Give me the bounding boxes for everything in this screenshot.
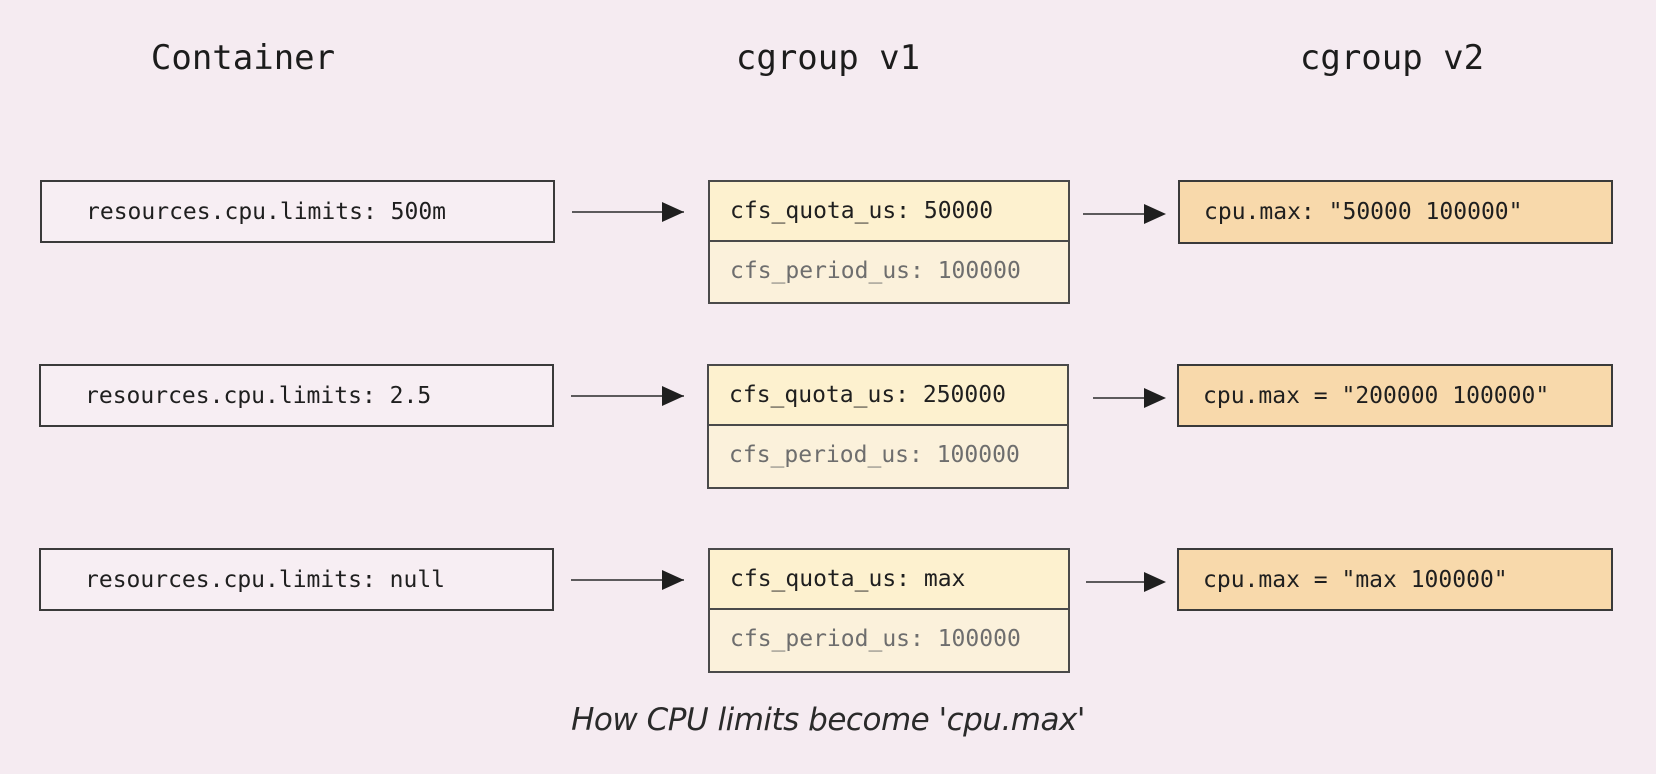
cfs-quota-cell: cfs_quota_us: 50000 <box>710 182 1068 242</box>
cfs-quota-cell: cfs_quota_us: 250000 <box>709 366 1067 426</box>
cgroup-v2-box: cpu.max = "max 100000" <box>1177 548 1613 611</box>
cgroup-v1-box: cfs_quota_us: max cfs_period_us: 100000 <box>708 548 1070 673</box>
cgroup-v1-box: cfs_quota_us: 50000 cfs_period_us: 10000… <box>708 180 1070 304</box>
cpu-max-label: cpu.max = "max 100000" <box>1203 566 1508 593</box>
cfs-period-cell: cfs_period_us: 100000 <box>730 626 1021 652</box>
container-limit-box: resources.cpu.limits: 500m <box>40 180 555 243</box>
container-limit-box: resources.cpu.limits: null <box>39 548 554 611</box>
cpu-max-label: cpu.max: "50000 100000" <box>1204 199 1523 225</box>
cpu-max-label: cpu.max = "200000 100000" <box>1203 382 1550 409</box>
arrow-head <box>662 386 684 406</box>
arrow-head <box>1144 388 1166 408</box>
container-limit-label: resources.cpu.limits: 2.5 <box>85 382 432 409</box>
header-cgroup-v2: cgroup v2 <box>1299 38 1485 78</box>
figure-caption: How CPU limits become 'cpu.max' <box>571 702 1085 738</box>
cgroup-v2-box: cpu.max = "200000 100000" <box>1177 364 1613 427</box>
cgroup-v1-box: cfs_quota_us: 250000 cfs_period_us: 1000… <box>707 364 1069 489</box>
container-limit-label: resources.cpu.limits: 500m <box>86 198 447 225</box>
arrow-head <box>1144 204 1166 224</box>
arrow-head <box>662 202 684 222</box>
cfs-quota-cell: cfs_quota_us: max <box>710 550 1068 610</box>
cfs-period-cell: cfs_period_us: 100000 <box>729 442 1020 468</box>
container-limit-label: resources.cpu.limits: null <box>85 566 446 593</box>
cgroup-v2-box: cpu.max: "50000 100000" <box>1178 180 1613 244</box>
header-container: Container <box>150 38 336 78</box>
cfs-period-cell: cfs_period_us: 100000 <box>730 258 1021 284</box>
container-limit-box: resources.cpu.limits: 2.5 <box>39 364 554 427</box>
arrow-head <box>662 570 684 590</box>
header-cgroup-v1: cgroup v1 <box>735 38 921 78</box>
arrow-head <box>1144 572 1166 592</box>
